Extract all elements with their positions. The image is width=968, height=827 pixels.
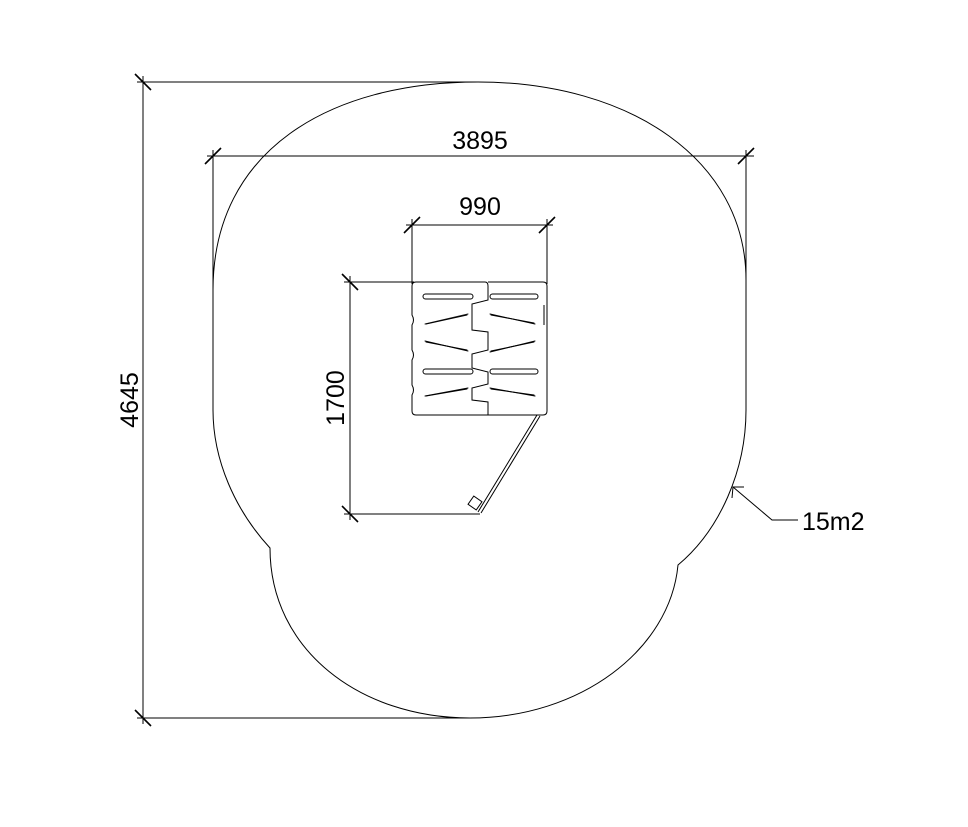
area-label: 15m2	[802, 508, 865, 536]
dimension-label-1700: 1700	[322, 370, 350, 426]
area-leader: 15m2	[731, 486, 865, 536]
play-equipment	[411, 281, 548, 514]
safety-zone-outline	[212, 81, 747, 719]
slide	[467, 414, 541, 514]
dimension-4645: 4645	[116, 73, 478, 727]
dimension-3895: 3895	[204, 127, 755, 290]
platform-slots	[422, 293, 539, 397]
dimension-label-990: 990	[459, 193, 501, 221]
dimension-label-4645: 4645	[116, 372, 144, 428]
dimension-label-3895: 3895	[452, 127, 508, 155]
dimension-1700: 1700	[322, 273, 480, 523]
dimension-990: 990	[403, 193, 556, 284]
